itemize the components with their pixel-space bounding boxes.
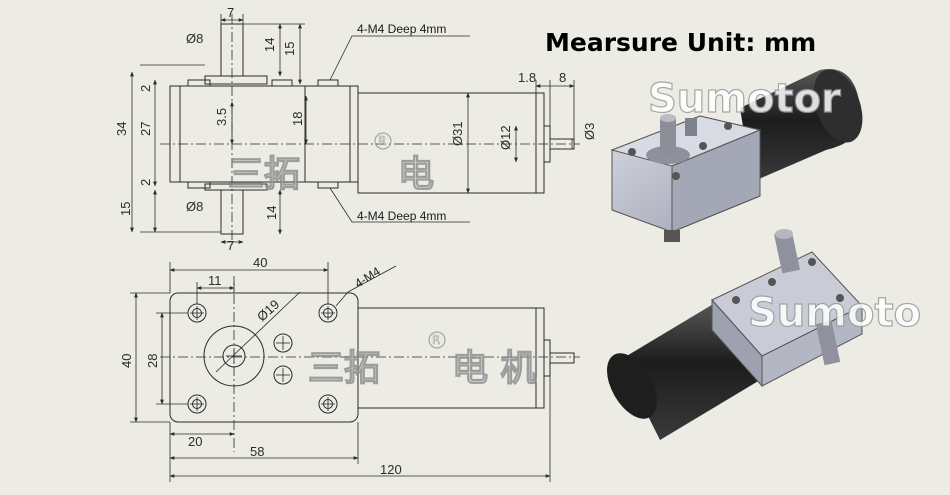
motor-render-bottom [607, 229, 863, 440]
dim-gap-bottom: 2 [138, 179, 153, 186]
dim-overall-height: 34 [114, 122, 129, 136]
dim-boss-dia: Ø12 [498, 125, 513, 150]
note-mount-bottom: 4-M4 Deep 4mm [357, 209, 446, 223]
dim-body-height: 27 [138, 122, 153, 136]
watermark-brand-top: Sumotor [648, 76, 841, 122]
watermark-brand-bottom: Sumoto [748, 290, 921, 336]
watermarks: Sumotor Sumoto 三拓 电 三拓 电 机 R R [227, 75, 921, 389]
dim-length-120: 120 [380, 462, 402, 477]
dim-shaft-top-len-b: 15 [282, 42, 297, 56]
dim-out-shaft-len: 8 [559, 70, 566, 85]
dim-shaft-top-len-a: 14 [262, 38, 277, 52]
note-mount-front: 4-M4 [352, 264, 383, 291]
front-view [160, 276, 580, 452]
dim-offset: 3.5 [214, 108, 229, 126]
dim-shaft-bottom-len-b: 14 [264, 206, 279, 220]
side-top-collar [204, 75, 268, 85]
watermark-cn-top-2: 电 [398, 154, 434, 195]
dim-gap-top: 2 [138, 85, 153, 92]
dim-shaft-top-width: 7 [227, 5, 234, 20]
front-output-shaft [549, 352, 575, 364]
dim-shaft-bottom-len-a: 15 [118, 202, 133, 216]
dim-motor-dia: Ø31 [450, 121, 465, 146]
dim-center-height: 18 [290, 112, 305, 126]
dim-height-28: 28 [145, 354, 160, 368]
dim-width-40: 40 [253, 255, 267, 270]
dim-shaft-top-dia: Ø8 [186, 31, 203, 46]
dim-offset-20: 20 [188, 434, 202, 449]
watermark-cn-bottom-2: 电 机 [452, 348, 537, 389]
dim-shaft-bottom-width: 7 [227, 238, 234, 253]
dim-boss-len: 1.8 [518, 70, 536, 85]
page-title: Mearsure Unit: mm [545, 28, 816, 57]
dim-shaft-bottom-dia: Ø8 [186, 199, 203, 214]
side-dimension-labels: 7 Ø8 14 15 2 34 27 2 3.5 18 Ø31 Ø12 Ø3 1… [114, 5, 597, 253]
front-dimension-lines [130, 262, 551, 482]
side-dimension-lines [130, 14, 575, 244]
dim-hole-11: 11 [208, 273, 222, 288]
note-mount-top: 4-M4 Deep 4mm [357, 22, 446, 36]
dim-length-58: 58 [250, 444, 264, 459]
front-boss [543, 339, 551, 377]
watermark-cn-top-1: 三拓 [228, 154, 300, 195]
watermark-registered-bottom: R [432, 333, 440, 347]
watermark-registered-top: R [378, 134, 386, 148]
watermark-cn-bottom-1: 三拓 [308, 348, 380, 389]
dim-height-40: 40 [119, 354, 134, 368]
motor-render-top [610, 69, 863, 242]
dim-out-shaft-dia: Ø3 [582, 123, 597, 140]
dim-boss-dia-19: Ø19 [254, 297, 282, 325]
hole-bottom-right [318, 394, 338, 414]
